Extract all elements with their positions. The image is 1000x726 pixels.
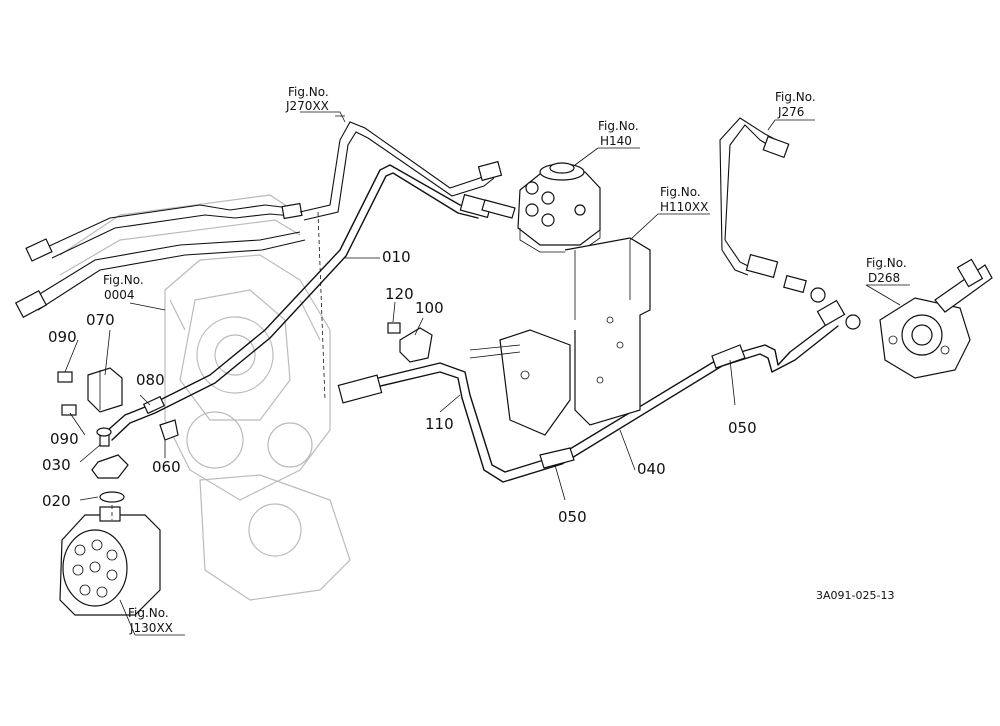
part-label-090-lower: 090 xyxy=(50,430,79,448)
fig-ref-prefix: Fig.No. xyxy=(128,606,169,620)
fig-ref-j276: Fig.No. J276 xyxy=(775,90,816,119)
part-label-050-left: 050 xyxy=(558,508,587,526)
fig-ref-code: J130XX xyxy=(129,621,173,635)
fig-ref-code: 0004 xyxy=(104,288,135,302)
power-steering-unit xyxy=(517,162,601,253)
part-label-010: 010 xyxy=(382,248,411,266)
fig-ref-prefix: Fig.No. xyxy=(288,85,329,99)
hydraulic-pump xyxy=(59,506,161,616)
part-label-020: 020 xyxy=(42,492,71,510)
pipe-040 xyxy=(337,299,861,483)
fig-ref-0004: Fig.No. 0004 xyxy=(103,273,144,302)
part-label-090-upper: 090 xyxy=(48,328,77,346)
clamp-100 xyxy=(387,322,433,363)
fig-ref-j270: Fig.No. J270XX xyxy=(285,85,329,113)
fig-ref-d268: Fig.No. D268 xyxy=(866,256,907,285)
upper-return-pipe xyxy=(299,121,503,221)
fig-ref-code: J276 xyxy=(777,105,804,119)
part-label-060: 060 xyxy=(152,458,181,476)
fig-ref-h140: Fig.No. H140 xyxy=(598,119,639,148)
steering-cylinder xyxy=(879,258,993,379)
fig-ref-code: H140 xyxy=(600,134,632,148)
part-label-030: 030 xyxy=(42,456,71,474)
pipe-010 xyxy=(107,164,516,441)
pipe-j276 xyxy=(719,117,826,303)
part-label-120: 120 xyxy=(385,285,414,303)
bracket-070 xyxy=(57,367,179,441)
leader-lines xyxy=(64,111,910,636)
fig-ref-code: J270XX xyxy=(285,99,329,113)
upper-left-pipe-assembly xyxy=(14,202,306,318)
drawing-code: 3A091-025-13 xyxy=(816,589,894,602)
part-label-040: 040 xyxy=(637,460,666,478)
fig-ref-prefix: Fig.No. xyxy=(598,119,639,133)
fig-ref-prefix: Fig.No. xyxy=(103,273,144,287)
engine-housing-ghost xyxy=(59,194,351,601)
part-label-110: 110 xyxy=(425,415,454,433)
pump-flange xyxy=(91,427,129,503)
fig-ref-h110: Fig.No. H110XX xyxy=(660,185,708,214)
fig-ref-prefix: Fig.No. xyxy=(660,185,701,199)
fig-ref-prefix: Fig.No. xyxy=(866,256,907,270)
fig-ref-prefix: Fig.No. xyxy=(775,90,816,104)
part-label-100: 100 xyxy=(415,299,444,317)
fig-ref-code: D268 xyxy=(868,271,900,285)
part-label-080: 080 xyxy=(136,371,165,389)
part-label-070: 070 xyxy=(86,311,115,329)
fig-ref-j130: Fig.No. J130XX xyxy=(128,606,173,635)
part-label-050-right: 050 xyxy=(728,419,757,437)
mounting-bracket xyxy=(469,237,651,436)
fig-ref-code: H110XX xyxy=(660,200,708,214)
